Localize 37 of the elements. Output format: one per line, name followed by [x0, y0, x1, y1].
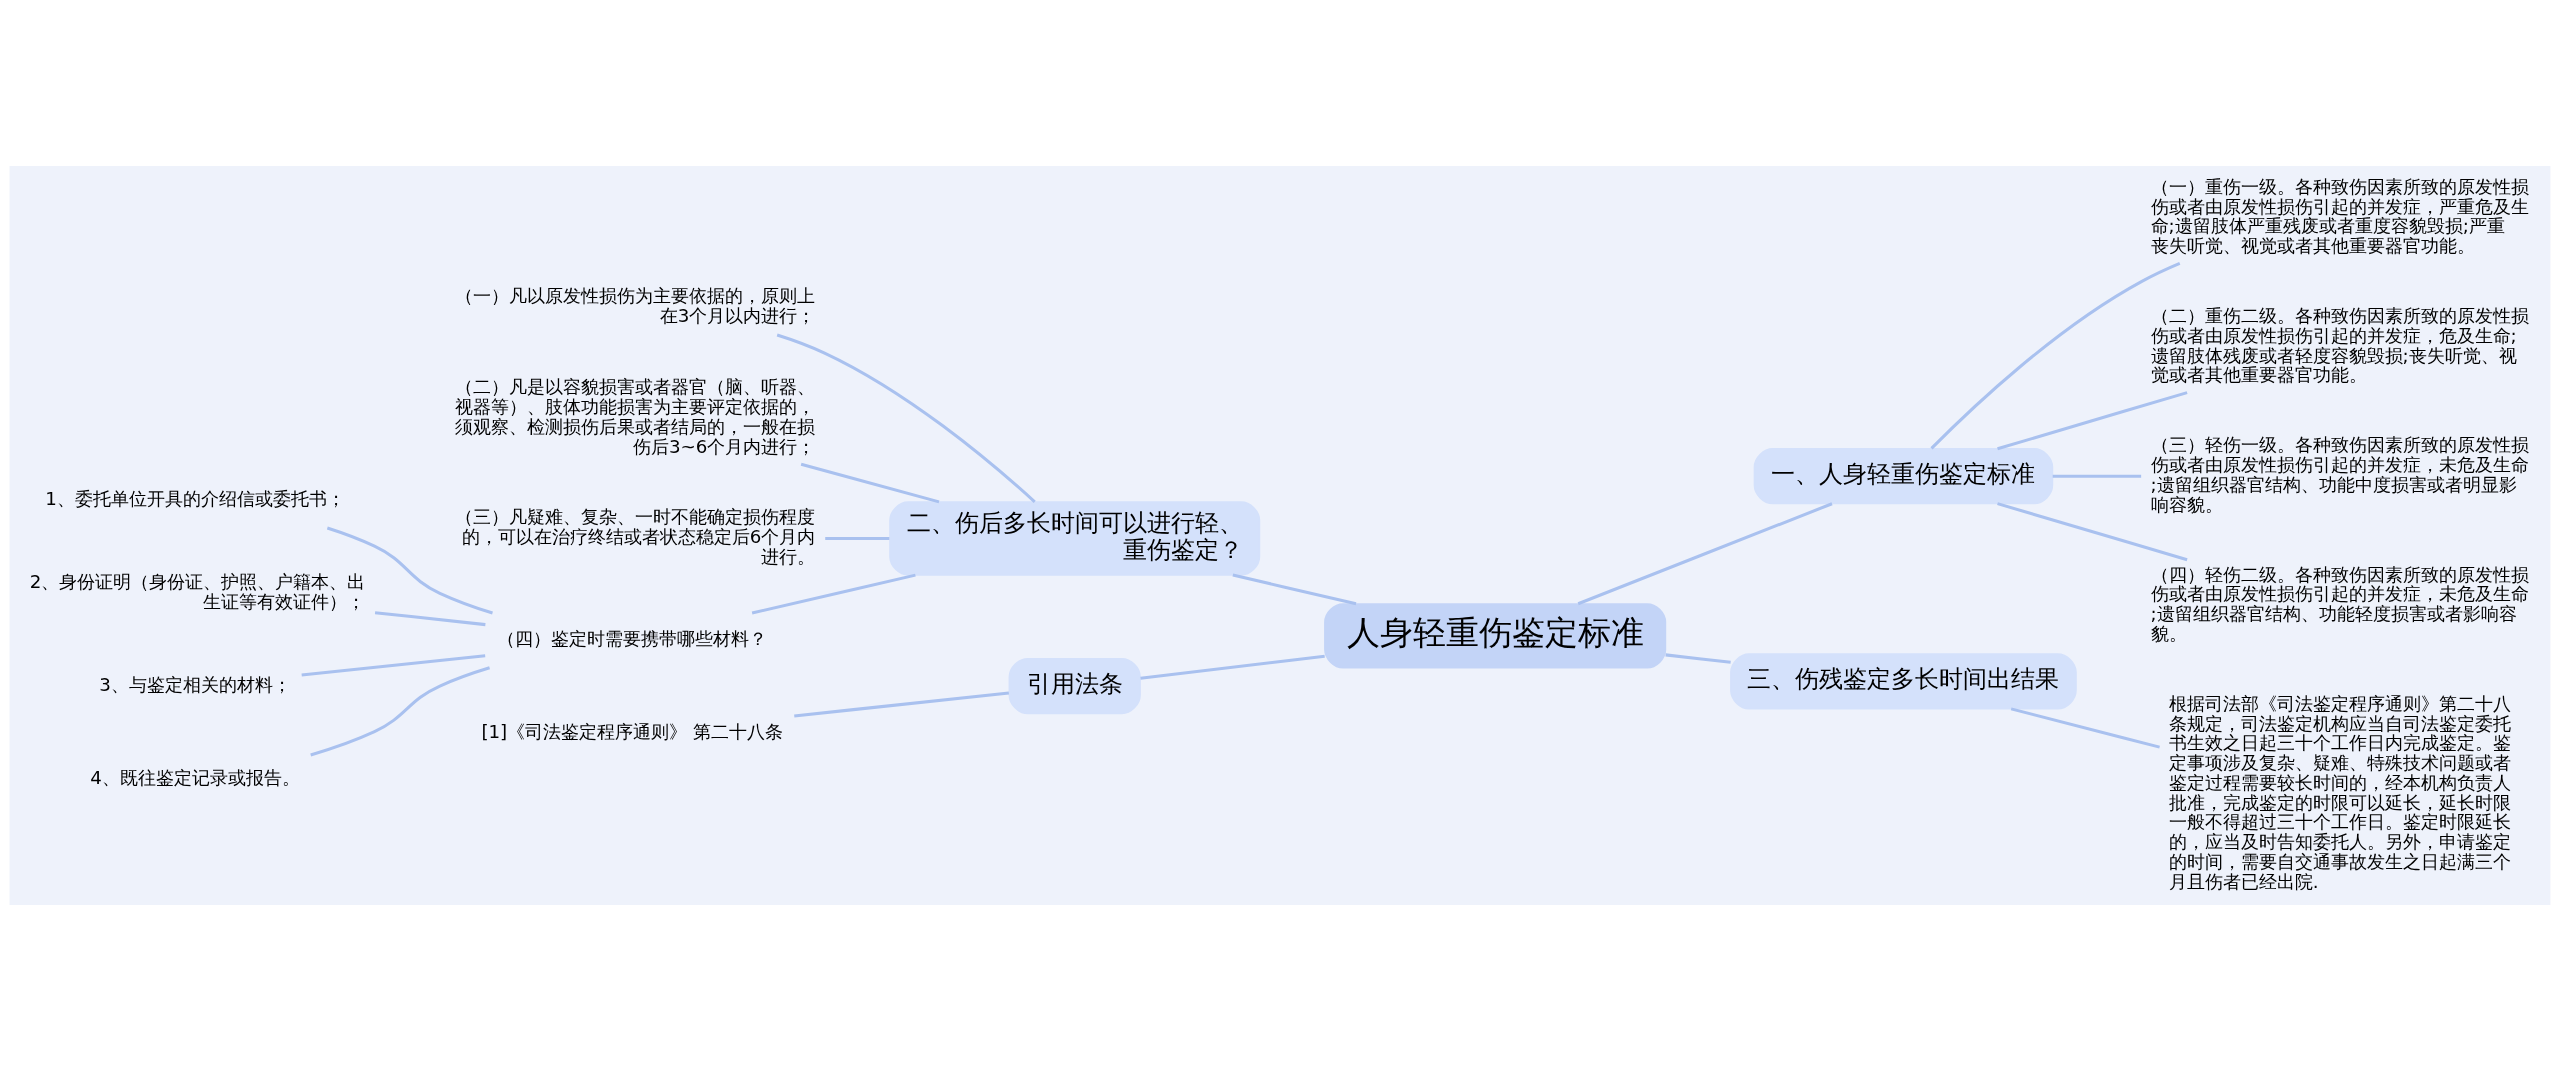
- node-text: （一）重伤一级。各种致伤因素所致的原发性损伤或者由原发性损伤引起的并发症，严重危及生命;遗留肢体严重残废或者重度容貌毁损;严重丧失听觉、视觉或者其他重要器官功能。: [2150, 175, 2529, 257]
- connector: [1997, 391, 2188, 451]
- connector: [1930, 261, 2181, 450]
- connector: [2010, 707, 2160, 749]
- node-text: （二）凡是以容貌损害或者器官（脑、听器、视器等）、肢体功能损害为主要评定依据的，须观察、检测损伤后果或者结局的，一般在损伤后3~6个月内进行；: [455, 376, 816, 457]
- node-text: [1]《司法鉴定程序通则》 第二十八条: [481, 720, 784, 742]
- connector: [326, 526, 493, 615]
- connector: [1232, 573, 1357, 606]
- node-text: 2、身份证明（身份证、护照、户籍本、出生证等有效证件）；: [29, 571, 366, 612]
- connector: [310, 666, 490, 757]
- node-text: （三）凡疑难、复杂、一时不能确定损伤程度的，可以在治疗终结或者状态稳定后6个月内进行。: [455, 506, 816, 568]
- node-box: 引用法条: [1008, 657, 1141, 715]
- node-box: 一、人身轻重伤鉴定标准: [1753, 448, 2054, 505]
- node-box: 人身轻重伤鉴定标准: [1324, 603, 1667, 669]
- connector: [2052, 474, 2142, 478]
- node-text: 1、委托单位开具的介绍信或委托书；: [45, 488, 345, 510]
- node-text: 4、既往鉴定记录或报告。: [90, 766, 300, 788]
- node-box: 二、伤后多长时间可以进行轻、重伤鉴定？: [889, 501, 1261, 576]
- connector: [800, 462, 940, 504]
- connector: [1577, 502, 1833, 606]
- node-text: 3、与鉴定相关的材料；: [99, 673, 291, 695]
- node-text: （四）鉴定时需要携带哪些材料？: [497, 628, 768, 650]
- connector: [751, 573, 916, 615]
- connector: [1665, 653, 1731, 664]
- connector: [301, 654, 486, 677]
- connector: [1997, 502, 2188, 562]
- connector: [825, 537, 890, 541]
- connector: [794, 691, 1009, 718]
- node-text: 根据司法部《司法鉴定程序通则》第二十八条规定，司法鉴定机构应当自司法鉴定委托书生效之日起三十个工作日内完成鉴定。鉴定事项涉及复杂、疑难、特殊技术问题或者鉴定过程需要较长时间的，经本机构负责人批准，完成鉴定的时限可以延长，延长时限一般不得超过三十个工作日。鉴定时限延长的，应当及时告知委托人。另外，申请鉴定的时间，需要自交通事故发生之日起满三个月且伤者已经出院.: [2168, 692, 2511, 892]
- node-text: （二）重伤二级。各种致伤因素所致的原发性损伤或者由原发性损伤引起的并发症，危及生命;遗留肢体残废或者轻度容貌毁损;丧失听觉、视觉或者其他重要器官功能。: [2150, 305, 2529, 386]
- node-text: （三）轻伤一级。各种致伤因素所致的原发性损伤或者由原发性损伤引起的并发症，未危及生命;遗留组织器官结构、功能中度损害或者明显影响容貌。: [2150, 434, 2529, 515]
- connector: [776, 333, 1036, 503]
- connector: [374, 611, 486, 627]
- node-text: （一）凡以原发性损伤为主要依据的，原则上在3个月以内进行；: [455, 285, 816, 327]
- connector: [1140, 654, 1325, 680]
- node-text: （四）轻伤二级。各种致伤因素所致的原发性损伤或者由原发性损伤引起的并发症，未危及生命;遗留组织器官结构、功能轻度损害或者影响容貌。: [2150, 563, 2529, 644]
- node-box: 三、伤残鉴定多长时间出结果: [1730, 653, 2077, 710]
